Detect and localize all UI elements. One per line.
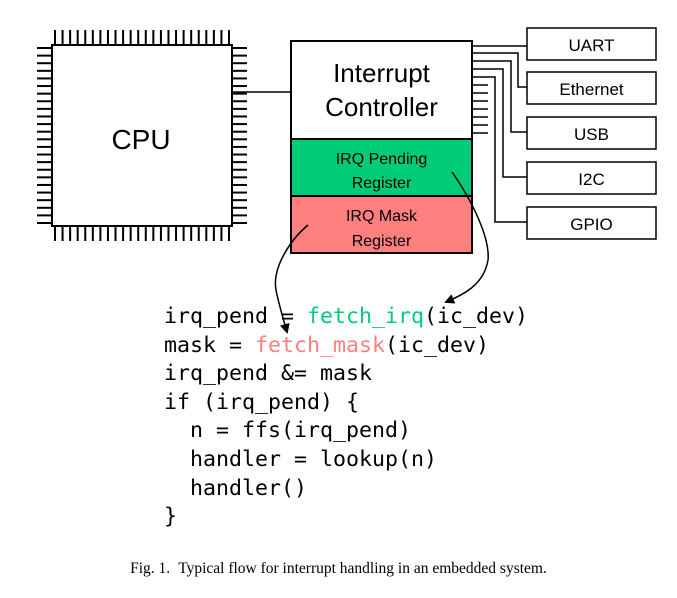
code-text: (ic_dev) — [385, 332, 490, 358]
code-line-4: if (irq_pend) { — [164, 389, 360, 415]
cpu-label: CPU — [111, 124, 170, 155]
pending-to-fetch-irq-arrow — [444, 171, 489, 304]
interrupt-controller-label-2: Controller — [325, 92, 438, 122]
device-ethernet: Ethernet — [526, 71, 657, 105]
irq-pending-register — [290, 138, 473, 197]
irq-mask-label-2: Register — [352, 233, 412, 250]
device-gpio: GPIO — [526, 206, 657, 240]
code-listing: irq_pend = fetch_irq(ic_dev)mask = fetch… — [164, 303, 528, 532]
wire-i2c — [472, 68, 527, 178]
fetch-irq-call: fetch_irq — [307, 304, 425, 329]
wire-gpio — [472, 76, 527, 223]
irq-mask-label-1: IRQ Mask — [346, 208, 418, 225]
interrupt-controller-box — [290, 40, 473, 140]
device-uart: UART — [526, 27, 657, 61]
code-line-5: n = ffs(irq_pend) — [164, 418, 412, 444]
code-line-3: irq_pend &= mask — [164, 361, 373, 387]
device-usb-label: USB — [574, 125, 609, 144]
device-i2c-label: I2C — [578, 170, 604, 189]
mask-to-fetch-mask-arrow — [274, 224, 309, 334]
caption-text: Typical flow for interrupt handling in a… — [178, 560, 547, 577]
ic-pins — [472, 84, 488, 134]
code-line-8: } — [164, 504, 178, 530]
cpu-body — [51, 44, 233, 227]
device-uart-label: UART — [569, 36, 615, 55]
code-text: mask = — [164, 332, 256, 358]
code-line-1: irq_pend = fetch_irq(ic_dev) — [164, 303, 528, 332]
code-text: (ic_dev) — [424, 304, 529, 329]
irq-pending-label-1: IRQ Pending — [336, 151, 428, 168]
figure-number: Fig. 1. — [130, 560, 171, 577]
interrupt-controller: Interrupt Controller IRQ Pending Registe… — [290, 40, 473, 254]
irq-pending-label-2: Register — [352, 175, 412, 192]
code-line-2: mask = fetch_mask(ic_dev) — [164, 332, 528, 361]
irq-mask-register — [290, 195, 473, 254]
fetch-mask-call: fetch_mask — [255, 332, 386, 358]
code-line-6: handler = lookup(n) — [164, 446, 438, 472]
code-line-7: handler() — [164, 475, 308, 501]
wire-ethernet — [472, 52, 527, 88]
device-ethernet-label: Ethernet — [559, 80, 624, 99]
device-wires — [472, 45, 527, 223]
cpu-chip: CPU — [37, 30, 247, 241]
wire-usb — [472, 60, 527, 133]
device-usb: USB — [526, 116, 657, 150]
cpu-pins — [37, 30, 247, 241]
figure-caption: Fig. 1. Typical flow for interrupt handli… — [0, 560, 677, 578]
device-i2c: I2C — [526, 161, 657, 195]
code-text: irq_pend = — [164, 304, 308, 329]
device-gpio-label: GPIO — [570, 215, 613, 234]
interrupt-controller-label-1: Interrupt — [333, 58, 431, 88]
